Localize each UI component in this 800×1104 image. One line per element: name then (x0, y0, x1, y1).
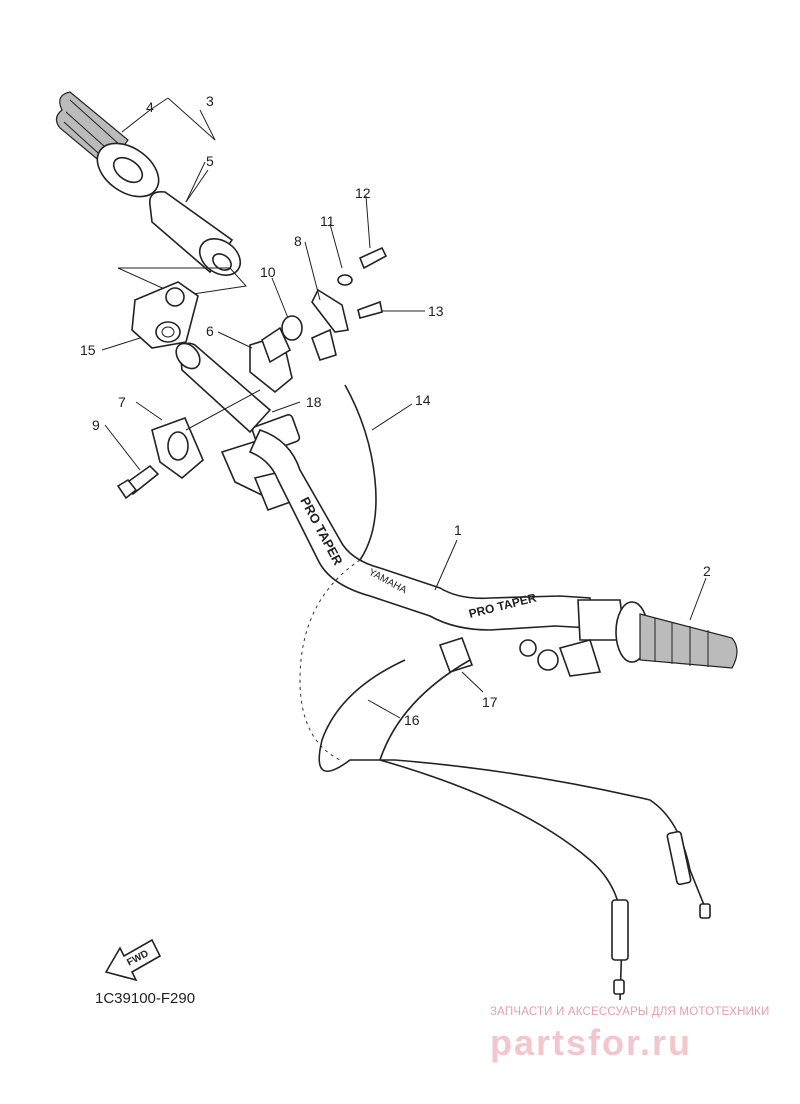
callout-3: 3 (206, 93, 214, 109)
leader-lines (101, 109, 707, 719)
throttle-housing (131, 281, 199, 349)
callout-12: 12 (355, 185, 371, 201)
drawing-code: 1C39100-F290 (95, 990, 196, 1007)
adjuster-17 (438, 637, 602, 677)
callout-5: 5 (206, 153, 214, 169)
callout-18: 18 (306, 394, 322, 410)
callout-16: 16 (404, 712, 420, 728)
callout-7: 7 (118, 394, 126, 410)
fwd-arrow: FWD (104, 938, 162, 982)
callout-2: 2 (703, 563, 711, 579)
bolt-9 (116, 464, 160, 500)
callout-1: 1 (454, 522, 462, 538)
watermark-tagline: ЗАПЧАСТИ И АКСЕССУАРЫ ДЛЯ МОТОТЕХНИКИ (490, 1006, 770, 1018)
cable-16 (318, 659, 711, 1001)
handlebar-left-tube (175, 342, 272, 434)
callout-labels: 4 3 5 12 11 8 10 13 6 15 7 14 18 9 1 2 1… (80, 93, 711, 728)
clamp-upper (249, 326, 293, 394)
callout-6: 6 (206, 323, 214, 339)
handlebar: PRO TAPER YAMAHA PRO TAPER (248, 429, 593, 631)
cable-14 (299, 384, 377, 761)
callout-11: 11 (320, 213, 335, 229)
callout-13: 13 (428, 303, 444, 319)
callout-14: 14 (415, 392, 431, 408)
callout-15: 15 (80, 342, 96, 358)
clamp-lower (151, 416, 204, 480)
callout-17: 17 (482, 694, 498, 710)
throttle-sleeve (148, 190, 242, 276)
hot-start-parts (281, 246, 388, 361)
callout-10: 10 (260, 264, 276, 280)
group-bracket-3 (117, 97, 247, 297)
right-grip (577, 599, 738, 669)
callout-9: 9 (92, 417, 100, 433)
callout-8: 8 (294, 233, 302, 249)
callout-4: 4 (146, 99, 154, 115)
watermark-site: PARTSFOR.RU (490, 1022, 693, 1063)
left-grip (55, 91, 160, 198)
